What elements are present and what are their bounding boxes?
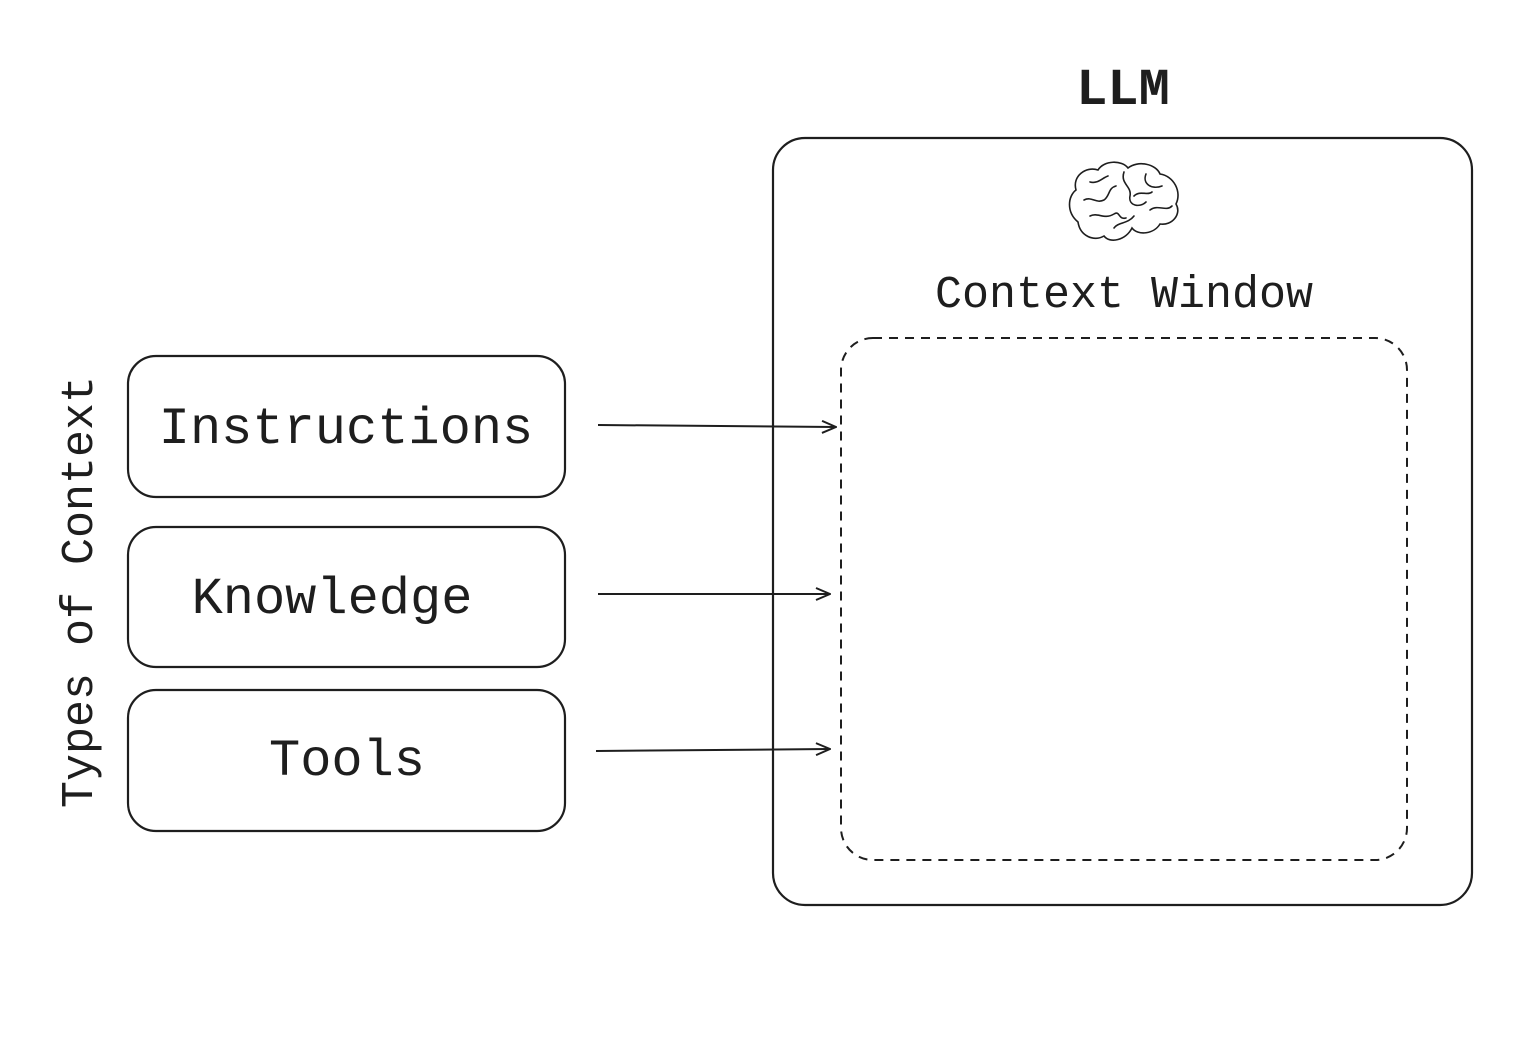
arrow-instructions bbox=[597, 425, 835, 427]
tools-box: Tools bbox=[126, 688, 567, 833]
tools-label: Tools bbox=[269, 732, 425, 791]
knowledge-box: Knowledge bbox=[126, 525, 567, 669]
brain-icon bbox=[1068, 161, 1179, 241]
context-window-box bbox=[840, 337, 1408, 861]
llm-title: LLM bbox=[1076, 61, 1170, 120]
instructions-box: Instructions bbox=[126, 354, 567, 499]
instructions-label: Instructions bbox=[159, 400, 533, 459]
knowledge-label: Knowledge bbox=[192, 570, 473, 629]
arrow-tools bbox=[595, 749, 829, 751]
types-of-context-label: Types of Context bbox=[55, 376, 106, 808]
llm-box bbox=[771, 136, 1474, 907]
context-window-label: Context Window bbox=[935, 270, 1313, 321]
